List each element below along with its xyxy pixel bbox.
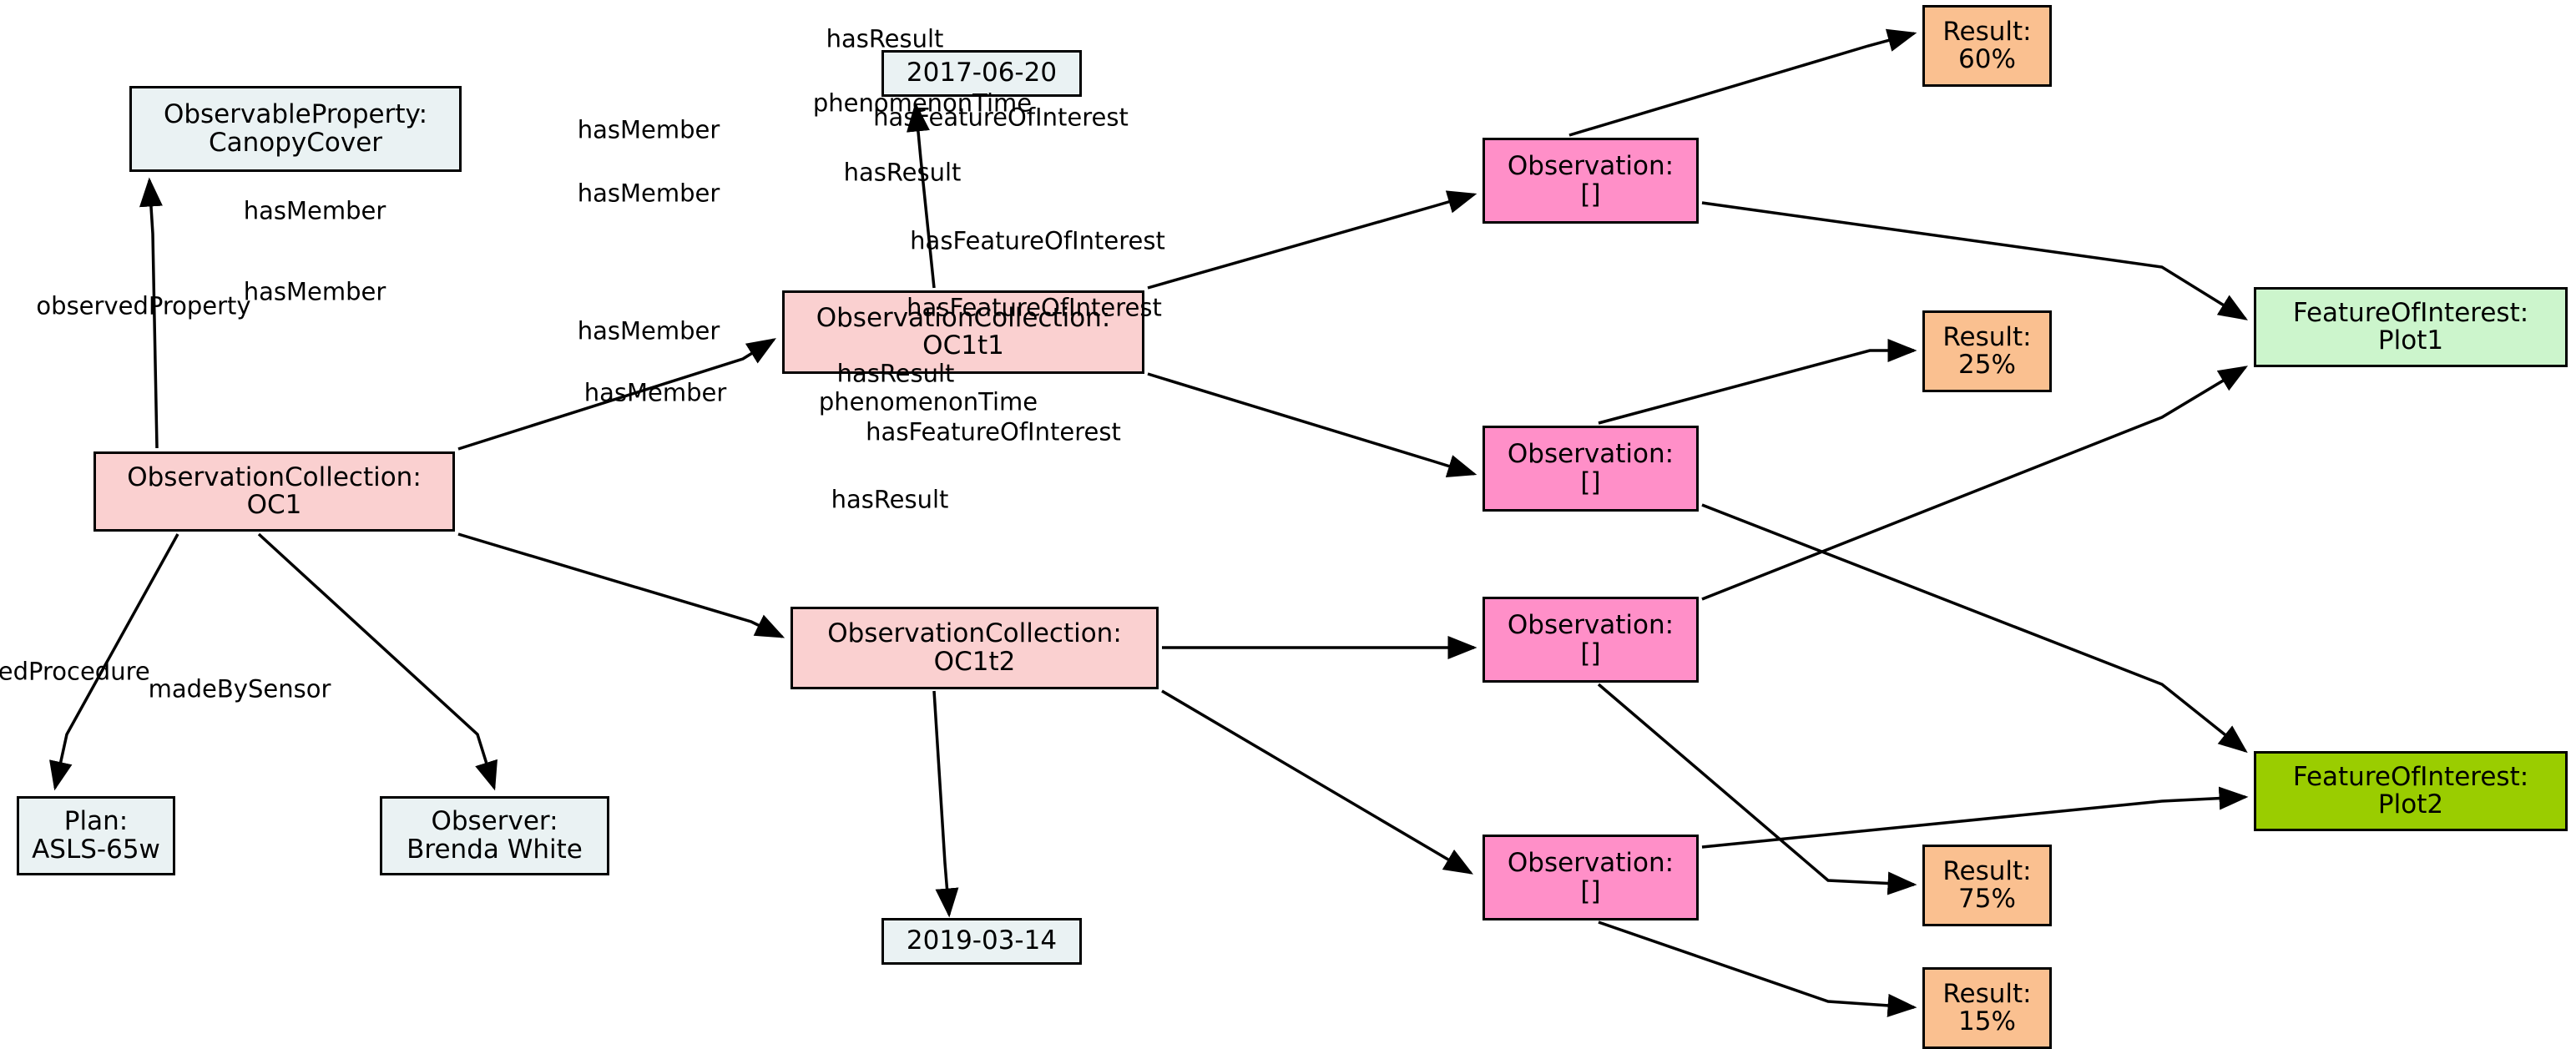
node-date2-line1: 2019-03-14	[906, 925, 1058, 956]
e-hasresult-1	[1568, 28, 1917, 137]
node-res2-line2: 25%	[1958, 350, 2016, 380]
node-plot1-line1: FeatureOfInterest:	[2292, 297, 2529, 328]
edge-label: hasFeatureOfInterest	[866, 417, 1121, 446]
edge-label: hasMember	[577, 179, 720, 208]
node-obs3-line2: []	[1580, 638, 1601, 668]
e-hasresult-4	[1598, 920, 1917, 1017]
node-plan-line1: Plan:	[63, 806, 129, 837]
node-oc1t1-line1: ObservationCollection:	[816, 302, 1111, 333]
edge-label: observedProperty	[36, 291, 251, 320]
node-plan[interactable]: Plan:ASLS-65w	[17, 796, 175, 875]
node-oc1t2-line2: OC1t2	[933, 646, 1016, 677]
e-hasmember-obs1	[1147, 190, 1477, 290]
node-oc1-line2: OC1	[246, 490, 302, 520]
e-hasfoi-1	[1701, 201, 2248, 320]
node-obs3[interactable]: Observation:[]	[1482, 597, 1699, 683]
node-res3-line2: 75%	[1958, 884, 2016, 914]
node-observer-line1: Observer:	[431, 806, 558, 837]
node-date2[interactable]: 2019-03-14	[881, 918, 1082, 965]
edge-label: phenomenonTime	[818, 387, 1038, 416]
node-date1-line1: 2017-06-20	[906, 58, 1058, 88]
e-hasresult-3	[1597, 683, 1917, 895]
edge-label: hasFeatureOfInterest	[907, 293, 1162, 322]
node-res1[interactable]: Result:60%	[1922, 5, 2052, 87]
node-canopycover-line1: ObservableProperty:	[163, 99, 428, 130]
node-oc1t2-line1: ObservationCollection:	[827, 618, 1122, 649]
node-obs1[interactable]: Observation:[]	[1482, 138, 1699, 224]
edge-label: hasResult	[836, 359, 955, 388]
edge-label: hasMember	[243, 196, 386, 225]
node-oc1t2[interactable]: ObservationCollection:OC1t2	[790, 607, 1159, 689]
e-phenomenontime-2	[932, 690, 959, 918]
node-oc1[interactable]: ObservationCollection:OC1	[93, 451, 455, 532]
edge-label: hasResult	[843, 158, 962, 187]
edge-label: hasMember	[577, 316, 720, 345]
node-canopycover-line2: CanopyCover	[208, 127, 383, 158]
e-hasmember-obs4	[1161, 689, 1474, 875]
e-madebysensor	[257, 532, 498, 791]
node-obs3-line1: Observation:	[1507, 610, 1674, 641]
node-oc1t1-line2: OC1t1	[922, 330, 1004, 361]
e-observedproperty	[139, 177, 163, 449]
node-res4[interactable]: Result:15%	[1922, 967, 2052, 1049]
node-res3[interactable]: Result:75%	[1922, 845, 2052, 926]
node-obs4-line2: []	[1580, 875, 1601, 906]
node-plan-line2: ASLS-65w	[32, 834, 160, 865]
e-hasfoi-2	[1701, 503, 2248, 754]
edge-label: hasResult	[826, 24, 944, 53]
edge-label: hasMember	[577, 115, 720, 144]
node-plot2-line1: FeatureOfInterest:	[2292, 761, 2529, 792]
e-hasmember-oc1t2	[457, 532, 785, 638]
edge-label: usedProcedure	[0, 657, 150, 686]
edge-label: hasFeatureOfInterest	[873, 103, 1129, 132]
e-hasmember-oc1t1	[457, 338, 776, 451]
node-plot2[interactable]: FeatureOfInterest:Plot2	[2254, 751, 2568, 831]
node-res3-line1: Result:	[1942, 855, 2032, 886]
node-oc1-line1: ObservationCollection:	[127, 461, 422, 492]
node-obs2-line2: []	[1580, 467, 1601, 497]
node-res1-line1: Result:	[1942, 16, 2032, 47]
node-res4-line2: 15%	[1958, 1006, 2016, 1036]
node-obs4[interactable]: Observation:[]	[1482, 835, 1699, 920]
node-observer[interactable]: Observer:Brenda White	[380, 796, 609, 875]
node-date1[interactable]: 2017-06-20	[881, 50, 1082, 97]
edge-label: hasMember	[243, 277, 386, 306]
node-canopycover[interactable]: ObservableProperty:CanopyCover	[129, 86, 462, 172]
node-res2-line1: Result:	[1942, 321, 2032, 352]
e-usedprocedure	[49, 533, 179, 791]
node-plot2-line2: Plot2	[2377, 789, 2444, 820]
node-obs2[interactable]: Observation:[]	[1482, 426, 1699, 512]
node-res4-line1: Result:	[1942, 978, 2032, 1009]
node-obs1-line1: Observation:	[1507, 151, 1674, 182]
node-res1-line2: 60%	[1958, 44, 2016, 74]
e-hasfoi-4	[1701, 786, 2249, 849]
e-hasfoi-3	[1701, 366, 2249, 601]
node-obs1-line2: []	[1580, 179, 1601, 209]
edge-label: madeBySensor	[148, 674, 331, 704]
node-plot1[interactable]: FeatureOfInterest:Plot1	[2254, 287, 2568, 367]
e-hasresult-2	[1598, 339, 1917, 425]
node-obs4-line1: Observation:	[1507, 848, 1674, 879]
edge-label: phenomenonTime	[812, 88, 1033, 118]
node-obs2-line1: Observation:	[1507, 439, 1674, 470]
node-plot1-line2: Plot1	[2377, 325, 2444, 356]
edge-label: hasResult	[831, 485, 949, 514]
edge-label: hasMember	[583, 378, 727, 407]
node-oc1t1[interactable]: ObservationCollection:OC1t1	[782, 290, 1144, 374]
e-phenomenontime-1	[907, 102, 936, 289]
edge-paths	[49, 28, 2249, 1017]
e-hasmember-obs2	[1147, 372, 1477, 477]
node-res2[interactable]: Result:25%	[1922, 310, 2052, 392]
node-observer-line2: Brenda White	[407, 834, 583, 865]
edge-label: hasFeatureOfInterest	[910, 226, 1165, 255]
